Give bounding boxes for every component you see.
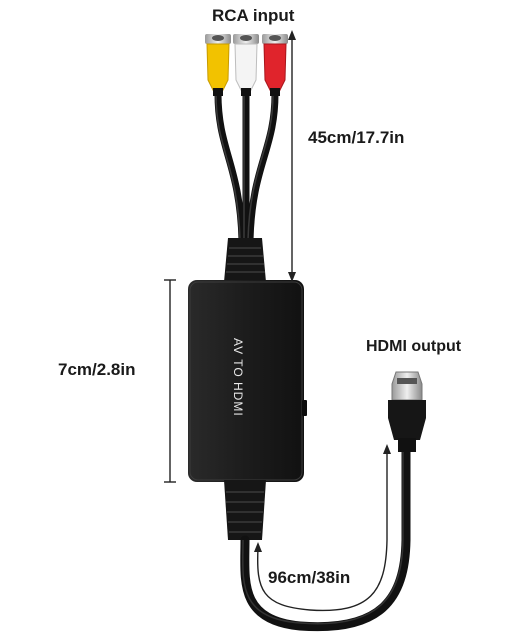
- rca-cables: [214, 90, 279, 244]
- rca-plug-red: [262, 34, 288, 96]
- device-print-text: AV TO HDMI: [231, 338, 245, 417]
- rca-plug-white: [233, 34, 259, 96]
- strain-relief-top: [224, 238, 266, 282]
- strain-relief-bottom: [224, 480, 266, 540]
- converter-box: [188, 280, 307, 482]
- box-length-label: 7cm/2.8in: [58, 360, 136, 379]
- dimension-box: [164, 279, 176, 483]
- dimension-rca-cable: [288, 30, 296, 282]
- hdmi-plug: [388, 371, 426, 452]
- rca-input-label: RCA input: [212, 6, 295, 25]
- rca-cable-length-label: 45cm/17.7in: [308, 128, 405, 147]
- dimension-hdmi-cable: [254, 444, 391, 612]
- hdmi-cable-length-label: 96cm/38in: [268, 568, 351, 587]
- rca-plug-yellow: [205, 34, 231, 96]
- hdmi-cable: [240, 443, 411, 632]
- hdmi-output-label: HDMI output: [366, 338, 462, 355]
